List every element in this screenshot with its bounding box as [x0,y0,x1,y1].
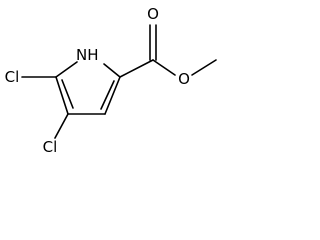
molecule-structure-diagram: NH Cl Cl O O [5,5,217,156]
ester-oxygen-label: O [178,70,190,88]
bond-c5-n [55,61,78,78]
bond-o-methyl [191,59,217,76]
carbonyl-oxygen-label: O [147,5,159,23]
bond-c2-carbonyl [119,59,154,78]
nh-label: NH [76,46,99,64]
bond-c4-c5-inner [61,79,74,109]
bond-c4-c5 [55,76,69,115]
bond-c2-c3-inner [100,80,115,110]
bond-carbonyl-o-ester [152,59,176,76]
chlorine-label-top: Cl [5,68,20,86]
bond-n-c2 [103,63,121,78]
bond-c2-c3 [104,76,121,115]
chlorine-label-bottom: Cl [43,138,58,156]
bond-c4-cl [54,113,69,139]
